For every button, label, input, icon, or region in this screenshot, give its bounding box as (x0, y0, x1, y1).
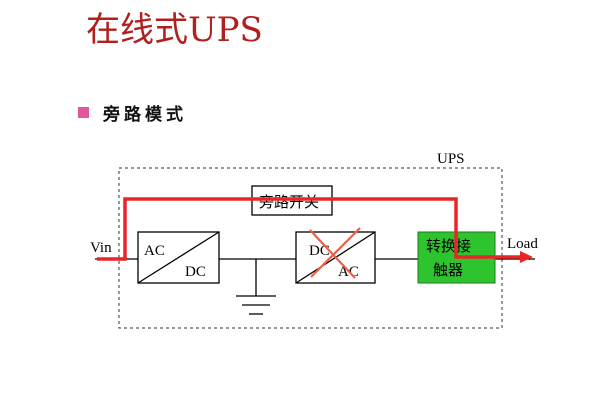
inverter-dc-label: DC (309, 243, 330, 259)
bullet-item: 旁路模式 (78, 100, 187, 125)
rectifier-ac-label: AC (144, 243, 165, 259)
bypass-switch-label: 旁路开关 (259, 193, 319, 211)
rectifier-block: AC DC (137, 231, 220, 284)
bypass-current-path (97, 197, 522, 261)
ground-icon (236, 259, 276, 315)
transfer-label-line1: 转换接 (426, 237, 471, 255)
page-title: 在线式UPS (86, 10, 263, 50)
load-label: Load (507, 236, 538, 252)
transfer-label-line2: 触器 (433, 261, 463, 279)
rectifier-dc-label: DC (185, 264, 206, 280)
bullet-label: 旁路模式 (103, 105, 187, 125)
bullet-square-icon (78, 107, 89, 118)
vin-label: Vin (90, 240, 112, 256)
disabled-cross-icon (309, 227, 361, 279)
arrow-right-icon (520, 251, 533, 263)
ups-enclosure (118, 167, 503, 329)
ups-label: UPS (437, 151, 465, 167)
